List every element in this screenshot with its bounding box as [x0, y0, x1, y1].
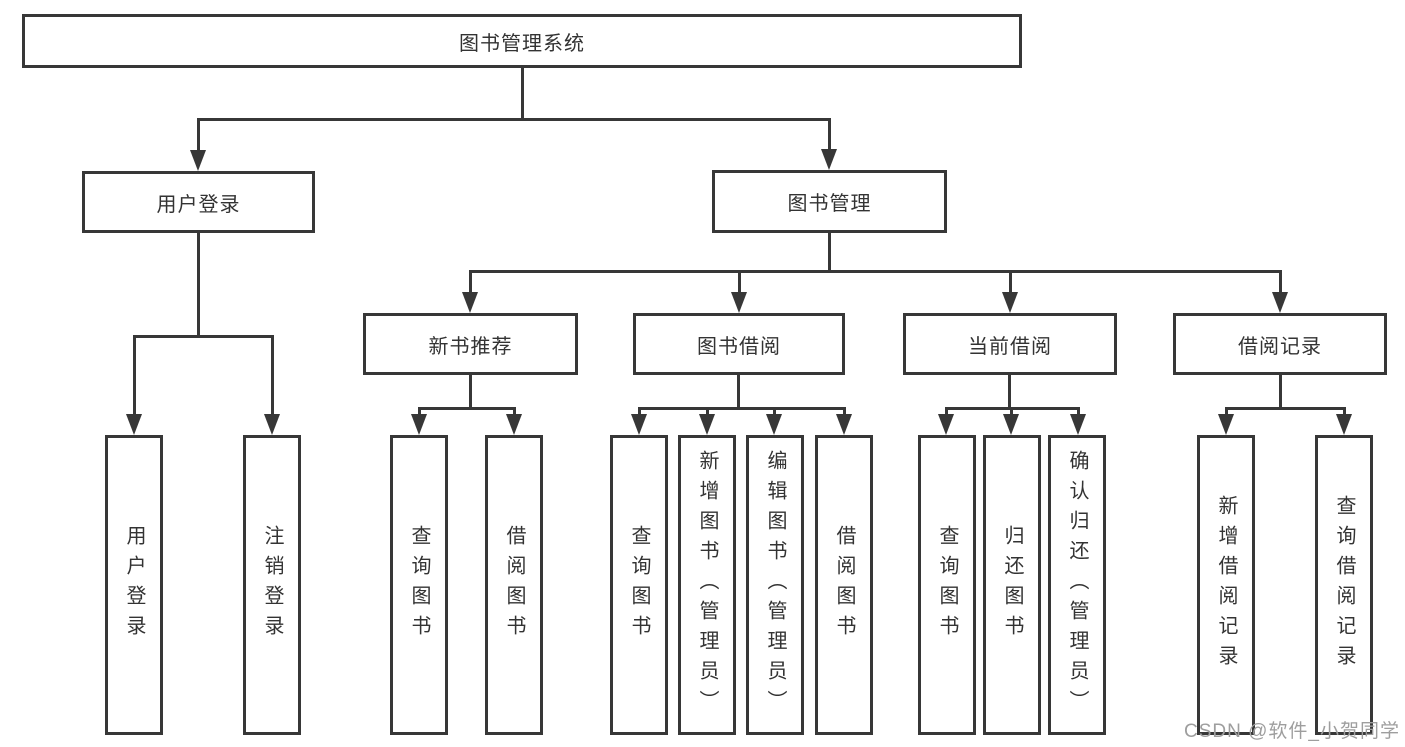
watermark: CSDN @软件_小贺同学 [1184, 721, 1400, 742]
connector-line [521, 68, 524, 118]
arrow-down-icon [1002, 292, 1018, 313]
connector-line [638, 407, 641, 416]
connector-line [271, 335, 274, 416]
leaf-confirm-return-admin: 确认归还（管理员） [1048, 435, 1106, 735]
node-book-management: 图书管理 [712, 170, 947, 233]
arrow-down-icon [126, 414, 142, 435]
node-book-management-label: 图书管理 [787, 193, 872, 215]
leaf-user-login-label: 用户登录 [123, 525, 145, 645]
arrow-down-icon [190, 150, 206, 171]
arrow-down-icon [836, 414, 852, 435]
leaf-query-books-current: 查询图书 [918, 435, 976, 735]
leaf-query-books-borrow-label: 查询图书 [628, 525, 650, 645]
connector-line [1279, 375, 1282, 409]
node-user-login-label: 用户登录 [156, 193, 241, 216]
connector-line [738, 270, 741, 294]
connector-line [1009, 270, 1012, 294]
leaf-logout-label: 注销登录 [261, 525, 283, 645]
leaf-borrow-books-recommend: 借阅图书 [485, 435, 543, 735]
arrow-down-icon [1070, 414, 1086, 435]
arrow-down-icon [938, 414, 954, 435]
arrow-down-icon [766, 414, 782, 435]
connector-line [828, 118, 831, 152]
arrow-down-icon [462, 292, 478, 313]
connector-line [133, 335, 274, 338]
node-root-label: 图书管理系统 [459, 32, 585, 55]
node-borrow-records-label: 借阅记录 [1238, 335, 1322, 358]
connector-line [1225, 407, 1228, 416]
connector-line [197, 233, 200, 337]
arrow-down-icon [821, 149, 837, 170]
connector-line [638, 407, 846, 410]
leaf-user-login: 用户登录 [105, 435, 163, 735]
leaf-query-books-borrow: 查询图书 [610, 435, 668, 735]
leaf-return-books: 归还图书 [983, 435, 1041, 735]
connector-line [418, 407, 516, 410]
leaf-add-borrow-record-label: 新增借阅记录 [1215, 495, 1237, 675]
node-book-borrow-label: 图书借阅 [697, 335, 781, 358]
node-current-borrow-label: 当前借阅 [968, 335, 1052, 358]
leaf-edit-books-admin-label: 编辑图书（管理员） [764, 450, 786, 720]
leaf-borrow-books-recommend-label: 借阅图书 [503, 525, 525, 645]
connector-line [133, 335, 136, 416]
node-current-borrow: 当前借阅 [903, 313, 1117, 375]
leaf-query-books-recommend: 查询图书 [390, 435, 448, 735]
node-user-login: 用户登录 [82, 171, 315, 233]
connector-line [773, 407, 776, 416]
connector-line [828, 233, 831, 272]
node-new-book-recommend-label: 新书推荐 [428, 335, 513, 358]
arrow-down-icon [1272, 292, 1288, 313]
connector-line [706, 407, 709, 416]
arrow-down-icon [731, 292, 747, 313]
connector-line [197, 118, 200, 153]
leaf-borrow-books: 借阅图书 [815, 435, 873, 735]
connector-line [1279, 270, 1282, 294]
node-root: 图书管理系统 [22, 14, 1022, 68]
connector-line [1225, 407, 1346, 410]
connector-line [945, 407, 948, 416]
leaf-add-books-admin-label: 新增图书（管理员） [696, 450, 718, 720]
node-new-book-recommend: 新书推荐 [363, 313, 578, 375]
connector-line [469, 270, 1282, 273]
arrow-down-icon [411, 414, 427, 435]
connector-line [737, 375, 740, 409]
connector-line [197, 118, 831, 121]
leaf-query-borrow-record-label: 查询借阅记录 [1333, 495, 1355, 675]
arrow-down-icon [699, 414, 715, 435]
arrow-down-icon [1336, 414, 1352, 435]
arrow-down-icon [264, 414, 280, 435]
leaf-borrow-books-label: 借阅图书 [833, 525, 855, 645]
leaf-query-books-current-label: 查询图书 [936, 525, 958, 645]
arrow-down-icon [506, 414, 522, 435]
leaf-return-books-label: 归还图书 [1001, 525, 1023, 645]
connector-line [469, 270, 472, 294]
arrow-down-icon [1218, 414, 1234, 435]
arrow-down-icon [631, 414, 647, 435]
connector-line [1010, 407, 1013, 416]
node-book-borrow: 图书借阅 [633, 313, 845, 375]
leaf-query-borrow-record: 查询借阅记录 [1315, 435, 1373, 735]
connector-line [469, 375, 472, 409]
leaf-confirm-return-admin-label: 确认归还（管理员） [1066, 450, 1088, 720]
connector-line [843, 407, 846, 416]
leaf-logout: 注销登录 [243, 435, 301, 735]
connector-line [1343, 407, 1346, 416]
connector-line [418, 407, 421, 416]
connector-line [1008, 375, 1011, 409]
leaf-add-books-admin: 新增图书（管理员） [678, 435, 736, 735]
leaf-edit-books-admin: 编辑图书（管理员） [746, 435, 804, 735]
node-borrow-records: 借阅记录 [1173, 313, 1387, 375]
leaf-query-books-recommend-label: 查询图书 [408, 525, 430, 645]
connector-line [513, 407, 516, 416]
arrow-down-icon [1003, 414, 1019, 435]
leaf-add-borrow-record: 新增借阅记录 [1197, 435, 1255, 735]
connector-line [1077, 407, 1080, 416]
